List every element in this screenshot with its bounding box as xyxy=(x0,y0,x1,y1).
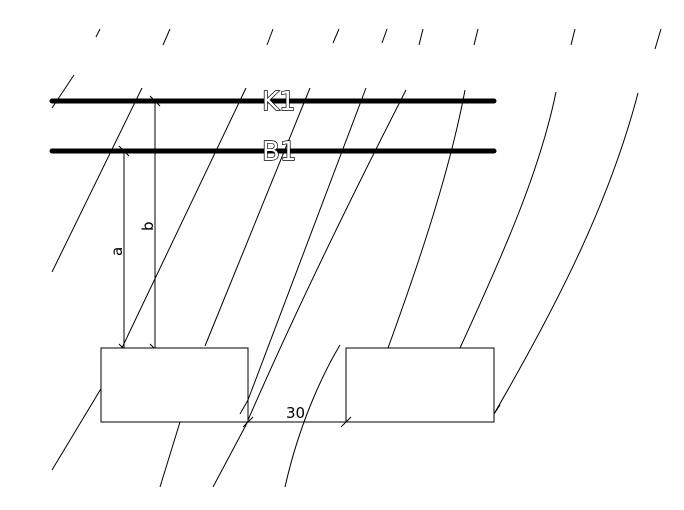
label-a: a xyxy=(108,247,126,256)
hatch-over-boxes xyxy=(239,399,501,415)
right-box xyxy=(345,347,495,423)
dimension-gap xyxy=(242,416,352,428)
top-ticks xyxy=(95,28,662,50)
label-b: b xyxy=(139,221,157,231)
label-gap: 30 xyxy=(286,404,305,422)
label-b1: B1 xyxy=(262,137,296,167)
left-box xyxy=(100,347,249,423)
label-k1: K1 xyxy=(262,87,296,117)
hatch-lines xyxy=(51,74,639,488)
